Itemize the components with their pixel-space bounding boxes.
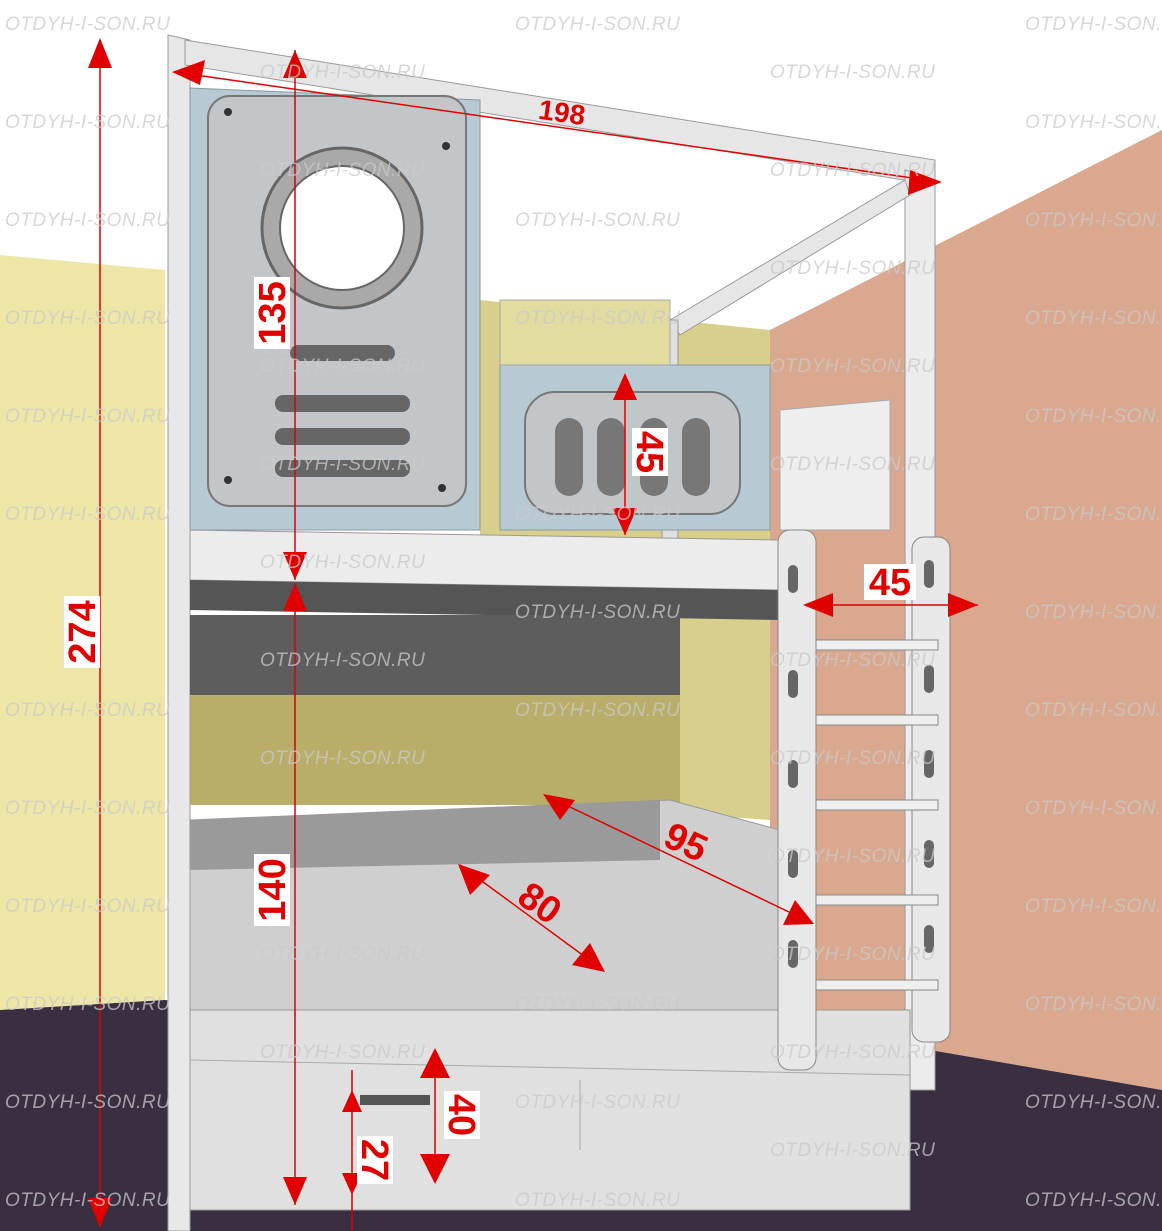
- drawer-clearance-label: 27: [353, 1139, 395, 1181]
- watermark-text: OTDYH-I-SON.RU: [5, 308, 170, 329]
- watermark-text: OTDYH-I-SON.RU: [515, 700, 680, 721]
- vent-slots: [275, 345, 410, 477]
- ladder: [777, 529, 951, 1071]
- lower-tier-height-label: 140: [252, 858, 294, 921]
- watermark-text: OTDYH-I-SON.RU: [5, 14, 170, 35]
- watermark-text: OTDYH-I-SON.RU: [5, 504, 170, 525]
- watermark-text: OTDYH-I-SON.RU: [515, 504, 680, 525]
- watermark-text: OTDYH-I-SON.RU: [1025, 504, 1162, 525]
- dimension-labels: 274 198 135 140 45 45 95 80 40: [62, 94, 916, 1184]
- watermark-text: OTDYH-I-SON.RU: [515, 994, 680, 1015]
- watermark-text: OTDYH-I-SON.RU: [5, 700, 170, 721]
- total-length-label: 198: [537, 94, 588, 131]
- watermark-text: OTDYH-I-SON.RU: [515, 1190, 680, 1211]
- watermark-text: OTDYH-I-SON.RU: [260, 454, 425, 475]
- watermark-text: OTDYH-I-SON.RU: [260, 160, 425, 181]
- total-height-label: 274: [62, 600, 104, 663]
- watermark-text: OTDYH-I-SON.RU: [770, 454, 935, 475]
- watermark-text: OTDYH-I-SON.RU: [1025, 602, 1162, 623]
- watermark-text: OTDYH-I-SON.RU: [1025, 994, 1162, 1015]
- ladder-width-label: 45: [869, 562, 911, 604]
- watermark-text: OTDYH-I-SON.RU: [1025, 112, 1162, 133]
- watermark-text: OTDYH-I-SON.RU: [260, 552, 425, 573]
- watermark-text: OTDYH-I-SON.RU: [770, 944, 935, 965]
- watermark-text: OTDYH-I-SON.RU: [770, 160, 935, 181]
- watermark-text: OTDYH-I-SON.RU: [770, 258, 935, 279]
- watermark-text: OTDYH-I-SON.RU: [260, 1042, 425, 1063]
- watermark-text: OTDYH-I-SON.RU: [1025, 1092, 1162, 1113]
- right-wall: [770, 130, 1162, 1090]
- watermark-text: OTDYH-I-SON.RU: [5, 1092, 170, 1113]
- watermark-text: OTDYH-I-SON.RU: [5, 798, 170, 819]
- upper-tier-height-label: 135: [252, 281, 294, 344]
- watermark-text: OTDYH-I-SON.RU: [260, 748, 425, 769]
- watermark-text: OTDYH-I-SON.RU: [5, 994, 170, 1015]
- drawer-height-label: 40: [440, 1094, 482, 1136]
- watermark-text: OTDYH-I-SON.RU: [5, 406, 170, 427]
- watermark-text: OTDYH-I-SON.RU: [260, 62, 425, 83]
- watermark-text: OTDYH-I-SON.RU: [1025, 308, 1162, 329]
- watermark-text: OTDYH-I-SON.RU: [5, 210, 170, 231]
- watermark-text: OTDYH-I-SON.RU: [515, 1092, 680, 1113]
- lower-bed-backboard: [190, 615, 680, 695]
- watermark-text: OTDYH-I-SON.RU: [5, 896, 170, 917]
- watermark-text: OTDYH-I-SON.RU: [1025, 14, 1162, 35]
- dimension-arrows: [88, 38, 978, 1231]
- watermark-text: OTDYH-I-SON.RU: [5, 112, 170, 133]
- watermark-text: OTDYH-I-SON.RU: [260, 650, 425, 671]
- watermark-text: OTDYH-I-SON.RU: [1025, 700, 1162, 721]
- watermark-text: OTDYH-I-SON.RU: [5, 1190, 170, 1211]
- left-post: [167, 34, 191, 1231]
- watermark-text: OTDYH-I-SON.RU: [770, 1042, 935, 1063]
- watermark-text: OTDYH-I-SON.RU: [770, 1140, 935, 1161]
- watermark-text: OTDYH-I-SON.RU: [515, 210, 680, 231]
- watermark-text: OTDYH-I-SON.RU: [1025, 210, 1162, 231]
- watermark-layer: OTDYH-I-SON.RU OTDYH-I-SON.RU OTDYH-I-SON.…: [5, 14, 1162, 1211]
- watermark-text: OTDYH-I-SON.RU: [260, 944, 425, 965]
- watermark-text: OTDYH-I-SON.RU: [515, 14, 680, 35]
- drawer-handle: [360, 1095, 430, 1105]
- watermark-text: OTDYH-I-SON.RU: [260, 356, 425, 377]
- watermark-text: OTDYH-I-SON.RU: [1025, 896, 1162, 917]
- watermark-text: OTDYH-I-SON.RU: [1025, 1190, 1162, 1211]
- watermark-text: OTDYH-I-SON.RU: [770, 62, 935, 83]
- watermark-text: OTDYH-I-SON.RU: [770, 650, 935, 671]
- watermark-text: OTDYH-I-SON.RU: [770, 356, 935, 377]
- watermark-text: OTDYH-I-SON.RU: [515, 308, 680, 329]
- watermark-text: OTDYH-I-SON.RU: [1025, 406, 1162, 427]
- watermark-text: OTDYH-I-SON.RU: [515, 602, 680, 623]
- side-panel-height-label: 45: [628, 431, 670, 473]
- watermark-text: OTDYH-I-SON.RU: [770, 846, 935, 867]
- watermark-text: OTDYH-I-SON.RU: [1025, 798, 1162, 819]
- watermark-text: OTDYH-I-SON.RU: [770, 748, 935, 769]
